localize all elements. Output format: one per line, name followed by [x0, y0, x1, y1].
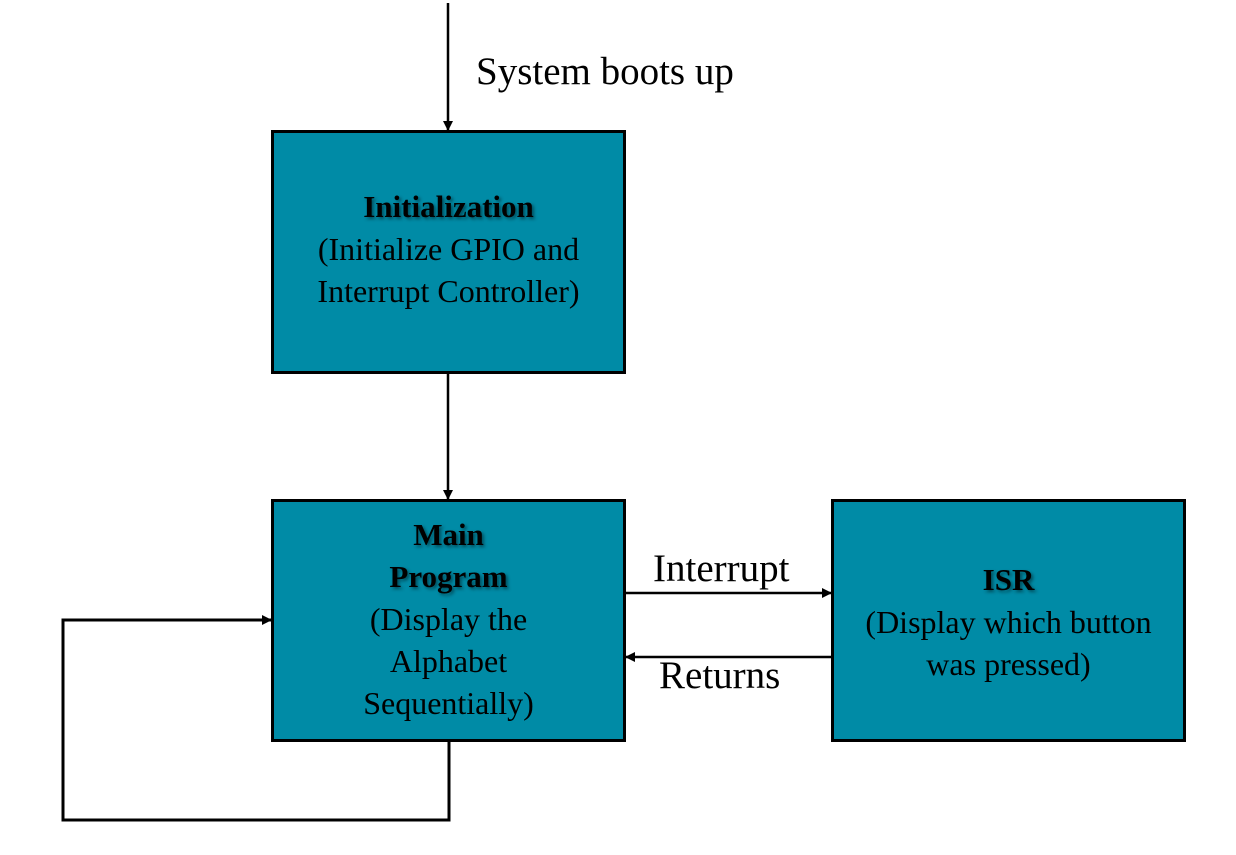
isr-node: ISR (Display which button was pressed) — [831, 499, 1186, 742]
main-loop-arrow — [61, 615, 451, 822]
isr-title: ISR — [982, 561, 1035, 597]
initialization-title: Initialization — [363, 189, 534, 224]
isr-desc-line-1: (Display which button — [865, 603, 1152, 640]
isr-desc-line-2: was pressed) — [926, 645, 1091, 682]
initialization-desc-line-1: (Initialize GPIO and — [317, 231, 580, 267]
returns-label: Returns — [659, 654, 781, 697]
main-program-title-line-2: Program — [389, 558, 508, 594]
main-program-desc-line-2: Alphabet — [389, 642, 508, 679]
initialization-desc-line-2: Interrupt Controller) — [317, 273, 580, 309]
interrupt-label: Interrupt — [653, 547, 790, 590]
initialization-node-content: Initialization (Initialize GPIO and Inte… — [317, 186, 579, 312]
main-program-desc-line-1: (Display the — [369, 600, 528, 637]
boot-label: System boots up — [476, 50, 734, 93]
main-program-node: Main Program (Display the Alphabet Seque… — [271, 499, 626, 742]
isr-node-content: ISR (Display which button was pressed) — [865, 559, 1151, 685]
main-program-node-content: Main Program (Display the Alphabet Seque… — [363, 514, 534, 724]
initialization-node: Initialization (Initialize GPIO and Inte… — [271, 130, 626, 374]
main-program-desc-line-3: Sequentially) — [363, 684, 534, 721]
main-program-title-line-1: Main — [413, 516, 484, 552]
